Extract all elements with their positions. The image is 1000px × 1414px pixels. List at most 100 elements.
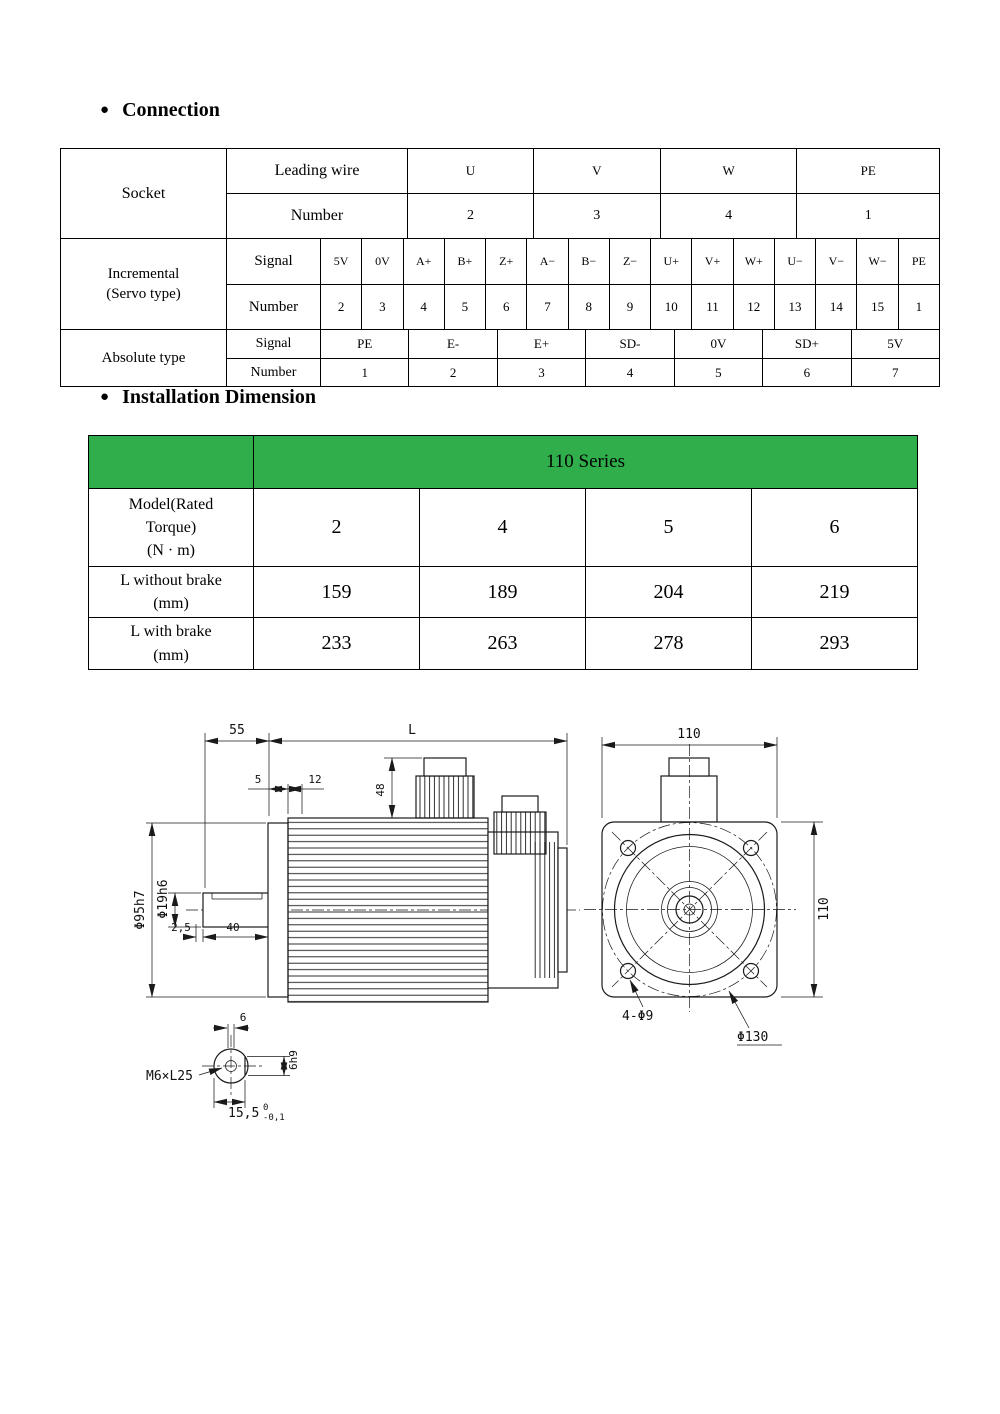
table-cell: 0V xyxy=(361,239,402,284)
with-brake-line1: L with brake xyxy=(130,623,212,641)
table-cell: V xyxy=(532,149,660,193)
installation-heading: ● Installation Dimension xyxy=(100,386,316,409)
table-cell: V− xyxy=(815,239,856,284)
table-cell: 14 xyxy=(815,285,856,329)
model-label-line2: Torque) xyxy=(145,518,197,536)
dim-label-55: 55 xyxy=(229,723,245,738)
absolute-number-row: Number 1 2 3 4 5 6 7 xyxy=(227,358,939,386)
signal-label: Signal xyxy=(254,253,293,269)
absolute-section: Absolute type Signal PE E- E+ SD- 0V SD+… xyxy=(61,329,939,386)
table-cell: U+ xyxy=(650,239,691,284)
table-cell: PE xyxy=(320,330,408,358)
table-cell: 6 xyxy=(751,488,917,566)
table-cell: 4 xyxy=(419,488,585,566)
table-cell: 3 xyxy=(496,359,585,386)
incremental-rows: Signal 5V 0V A+ B+ Z+ A− B− Z− U+ V+ W+ … xyxy=(226,239,939,329)
socket-section: Socket Leading wire U V W PE Number 2 3 … xyxy=(61,149,939,238)
side-dimensions: 55 L 5 12 48 Φ95h7 Φ19h6 xyxy=(133,723,568,998)
table-cell: 6 xyxy=(485,285,526,329)
table-cell: A+ xyxy=(402,239,444,284)
table-cell: 12 xyxy=(732,285,774,329)
dim-label-2-5: 2,5 xyxy=(171,921,191,934)
table-cell: 233 xyxy=(253,617,419,669)
table-cell: U xyxy=(407,149,533,193)
table-cell: 11 xyxy=(691,285,732,329)
dim-label-flat: 15,5 xyxy=(228,1106,259,1121)
with-brake-row-label: L with brake (mm) xyxy=(89,617,253,669)
side-view xyxy=(186,757,580,1003)
table-cell: E- xyxy=(408,330,496,358)
table-cell: 1 xyxy=(320,359,408,386)
table-cell: Z− xyxy=(608,239,650,284)
socket-number-row: Number 2 3 4 1 xyxy=(227,193,939,238)
table-cell: 293 xyxy=(751,617,917,669)
table-cell: 159 xyxy=(253,566,419,617)
table-cell: 5V xyxy=(850,330,939,358)
front-dimensions: 110 110 4-Φ9 Φ130 xyxy=(601,727,832,1046)
table-cell: SD- xyxy=(585,330,673,358)
socket-row-label: Socket xyxy=(121,184,166,202)
table-cell: 4 xyxy=(585,359,673,386)
dim-label-holes: 4-Φ9 xyxy=(622,1009,653,1024)
dim-label-48: 48 xyxy=(374,783,387,796)
table-cell: B+ xyxy=(443,239,485,284)
table-cell: E+ xyxy=(496,330,585,358)
table-cell: 263 xyxy=(419,617,585,669)
table-cell: 5V xyxy=(320,239,361,284)
socket-rows: Leading wire U V W PE Number 2 3 4 1 xyxy=(226,149,939,238)
table-cell: 5 xyxy=(673,359,762,386)
table-cell: 189 xyxy=(419,566,585,617)
incremental-signal-row: Signal 5V 0V A+ B+ Z+ A− B− Z− U+ V+ W+ … xyxy=(227,239,939,284)
dim-label-12: 12 xyxy=(308,773,321,786)
incremental-label-line1: Incremental xyxy=(107,265,180,282)
number-label: Number xyxy=(250,364,297,380)
dim-label-thread: M6×L25 xyxy=(146,1069,193,1084)
bullet-icon: ● xyxy=(100,389,110,405)
dim-label-shaft-dia: Φ19h6 xyxy=(156,879,171,918)
dim-label-flange-dia: Φ95h7 xyxy=(133,890,148,929)
dim-label-key-width: 6 xyxy=(240,1011,247,1024)
table-cell: 7 xyxy=(850,359,939,386)
incremental-label-line2: (Servo type) xyxy=(106,286,181,302)
table-cell: PE xyxy=(897,239,939,284)
without-brake-line1: L without brake xyxy=(120,571,222,589)
installation-heading-text: Installation Dimension xyxy=(122,386,316,408)
table-cell: 2 xyxy=(407,194,533,238)
table-cell: 2 xyxy=(408,359,496,386)
socket-number-label: Number xyxy=(290,207,344,224)
table-cell: 10 xyxy=(650,285,691,329)
front-view xyxy=(584,744,796,1012)
incremental-row-label: Incremental (Servo type) xyxy=(61,239,226,329)
table-cell: W+ xyxy=(732,239,774,284)
table-cell: 7 xyxy=(526,285,567,329)
table-cell: SD+ xyxy=(762,330,850,358)
dim-label-height-110: 110 xyxy=(817,897,832,920)
dim-label-L: L xyxy=(408,723,416,738)
table-cell: 1 xyxy=(796,194,939,238)
table-cell: A− xyxy=(526,239,567,284)
incremental-section: Incremental (Servo type) Signal 5V 0V A+… xyxy=(61,238,939,329)
table-cell: Z+ xyxy=(485,239,526,284)
without-brake-line2: (mm) xyxy=(153,595,189,612)
without-brake-row-label: L without brake (mm) xyxy=(89,566,253,617)
with-brake-line2: (mm) xyxy=(153,646,189,664)
connection-heading: ● Connection xyxy=(100,99,220,122)
table-cell: 13 xyxy=(773,285,815,329)
bullet-icon: ● xyxy=(100,102,110,118)
shaft-section-view: 6 6h9 M6×L25 15,5 0 -0,1 xyxy=(146,1011,300,1123)
table-cell: W− xyxy=(856,239,897,284)
dim-tolerance-lower: -0,1 xyxy=(263,1113,285,1123)
dim-label-40: 40 xyxy=(226,921,239,934)
absolute-signal-row: Signal PE E- E+ SD- 0V SD+ 5V xyxy=(227,330,939,358)
table-cell: 3 xyxy=(361,285,402,329)
table-cell: W xyxy=(659,149,797,193)
table-cell: 9 xyxy=(608,285,650,329)
series-header-spacer xyxy=(89,436,253,488)
leading-wire-row: Leading wire U V W PE xyxy=(227,149,939,193)
incremental-number-row: Number 2 3 4 5 6 7 8 9 10 11 12 13 14 15… xyxy=(227,284,939,329)
dim-tolerance-upper: 0 xyxy=(263,1103,268,1113)
technical-drawing: 55 L 5 12 48 Φ95h7 Φ19h6 xyxy=(133,723,832,1123)
dim-label-key-height: 6h9 xyxy=(287,1050,300,1070)
table-cell: B− xyxy=(567,239,609,284)
